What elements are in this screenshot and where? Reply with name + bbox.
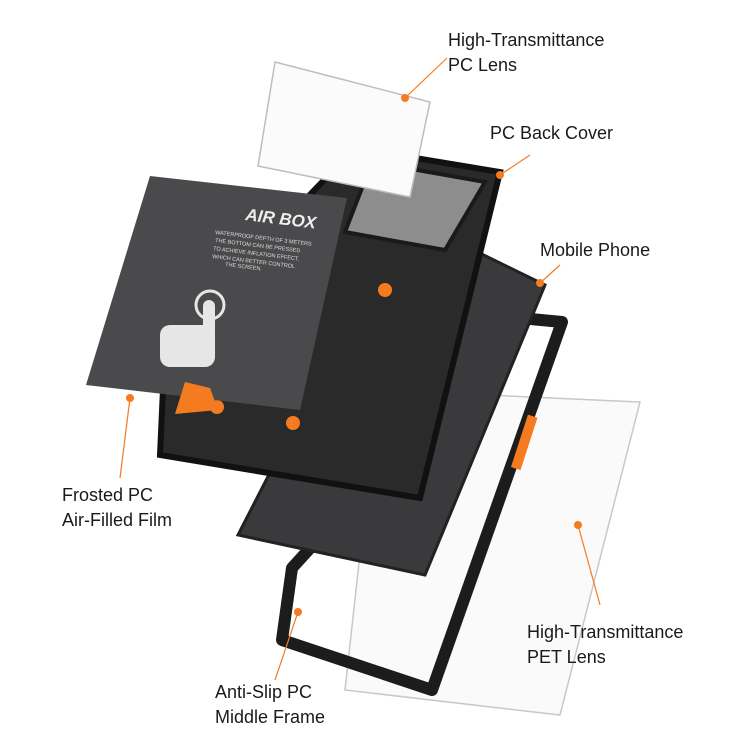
frame-orange-button [510,414,538,471]
label-air-film: Frosted PC Air-Filled Film [62,483,172,533]
label-back-cover: PC Back Cover [490,123,614,143]
label-pet-lens: High-Transmittance PET Lens [527,620,683,670]
label-line: Anti-Slip PC [215,682,313,702]
hand-touch-icon [160,289,226,367]
label-mobile-phone: Mobile Phone [540,240,651,260]
label-line: Frosted PC [62,485,154,505]
label-line: Middle Frame [215,707,326,727]
label-line: PC Lens [448,55,518,75]
callout-dots [126,94,582,616]
svg-text:THE SCREEN.: THE SCREEN. [225,262,263,273]
label-line: High-Transmittance [448,30,605,50]
label-line: High-Transmittance [527,622,684,642]
label-pc-lens: High-Transmittance PC Lens [448,28,604,78]
label-line: PET Lens [527,647,606,667]
callout-lines [119,57,601,681]
pc-lens [257,61,431,198]
air-box-orange-tab [175,382,218,414]
label-line: Air-Filled Film [62,510,172,530]
label-middle-frame: Anti-Slip PC Middle Frame [215,680,325,730]
